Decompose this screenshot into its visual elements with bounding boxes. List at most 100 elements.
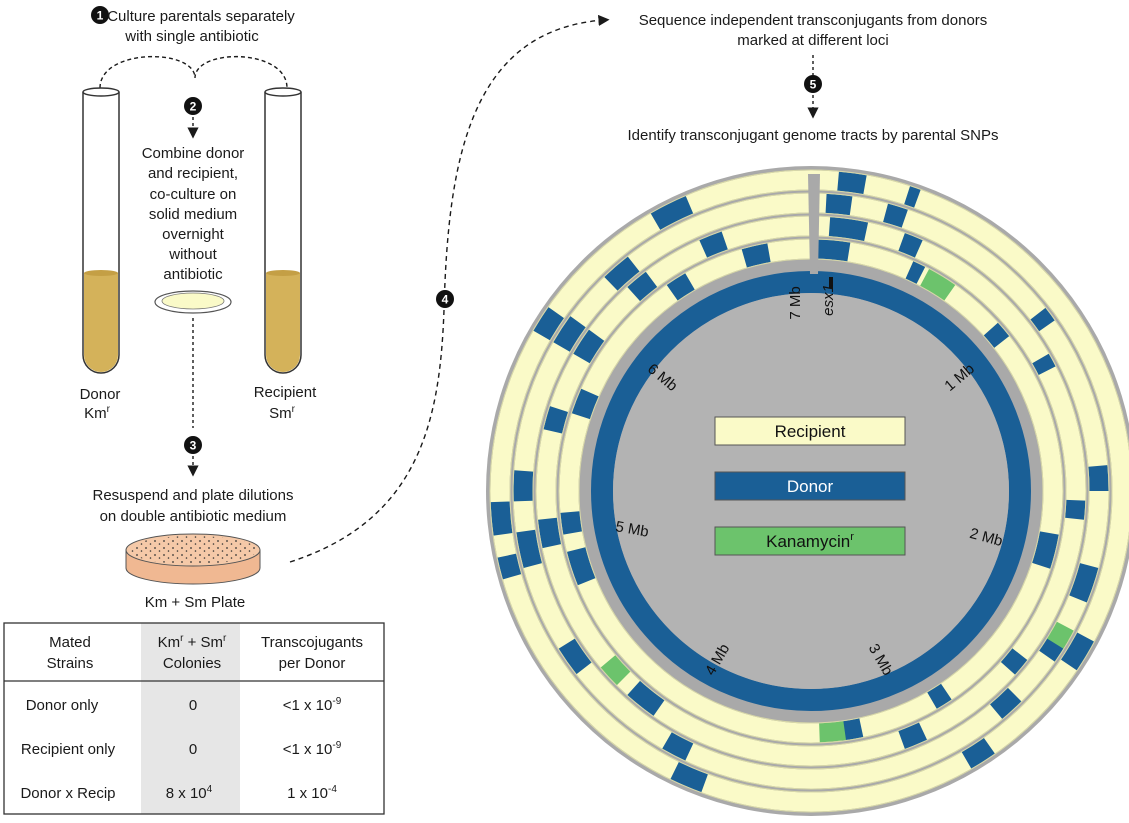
table-header-strains-1: Mated xyxy=(49,634,91,651)
sequencing-line-2: marked at different loci xyxy=(737,32,888,49)
donor-tract xyxy=(828,217,869,242)
donor-tract xyxy=(883,203,908,228)
results-table: Mated Strains Kmr + Smr Colonies Transco… xyxy=(3,622,385,815)
donor-tract xyxy=(538,517,562,549)
recipient-tube-liquid xyxy=(266,273,300,372)
donor-tract xyxy=(837,171,867,195)
donor-tract xyxy=(1069,562,1099,603)
step-2-line-6: without xyxy=(168,246,217,263)
step-1-arcs xyxy=(99,55,288,89)
donor-name: Donor xyxy=(80,386,121,403)
donor-tract xyxy=(543,406,569,434)
legend-recipient-label: Recipient xyxy=(775,422,846,441)
step-3-line-1: Resuspend and plate dilutions xyxy=(93,487,294,504)
step-3-number: 3 xyxy=(190,439,197,453)
table-header-per-donor-2: per Donor xyxy=(279,655,346,672)
donor-tract xyxy=(490,501,513,536)
step-1-number: 1 xyxy=(97,9,104,23)
donor-tract xyxy=(516,529,543,568)
double-antibiotic-plate xyxy=(125,533,261,585)
plate-label: Km + Sm Plate xyxy=(145,594,245,611)
donor-tract xyxy=(666,273,695,301)
step-2-line-5: overnight xyxy=(162,226,225,243)
donor-tract xyxy=(989,687,1022,719)
legend-kanamycin: Kanamycinr xyxy=(714,526,906,556)
step-1: 1 Culture parentals separately with sing… xyxy=(91,6,295,45)
donor-tube-liquid xyxy=(84,273,118,372)
donor-tract xyxy=(1032,531,1059,569)
donor-tract xyxy=(961,737,995,769)
legend-recipient: Recipient xyxy=(714,416,906,446)
donor-tract xyxy=(1088,465,1109,492)
donor-tract xyxy=(566,547,596,586)
table-row-1-colonies: 0 xyxy=(189,697,197,714)
donor-tract xyxy=(898,722,928,749)
donor-tract xyxy=(1000,648,1028,675)
donor-tract xyxy=(513,470,534,502)
table-row-2-strain: Recipient only xyxy=(21,741,116,758)
donor-reference-ring xyxy=(591,271,1031,711)
donor-tract xyxy=(627,680,665,716)
table-header-per-donor-1: Transcojugants xyxy=(261,634,363,651)
step-2-line-1: Combine donor xyxy=(142,145,245,162)
legend-donor: Donor xyxy=(714,471,906,501)
recipient-tube xyxy=(264,87,302,374)
donor-tract xyxy=(650,195,694,230)
donor-tract xyxy=(741,243,771,268)
recipient-name: Recipient xyxy=(254,384,317,401)
donor-tract xyxy=(814,239,851,262)
table-row-2-per-donor: <1 x 10-9 xyxy=(283,740,342,758)
donor-tract xyxy=(1030,307,1055,332)
donor-tract xyxy=(905,261,926,284)
donor-tract xyxy=(558,638,592,675)
label-5mb: 5 Mb xyxy=(614,518,650,541)
legend-kanamycin-label: Kanamycinr xyxy=(766,531,854,551)
donor-tract xyxy=(825,193,853,216)
donor-tract xyxy=(983,322,1010,348)
identify-tracts-text: Identify transconjugant genome tracts by… xyxy=(627,127,998,144)
donor-tract xyxy=(670,761,708,793)
origin-gap xyxy=(808,174,820,274)
donor-tract xyxy=(497,553,522,580)
donor-tube xyxy=(82,87,120,374)
step-4-number: 4 xyxy=(442,293,449,307)
coculture-dish xyxy=(154,290,232,314)
donor-tract xyxy=(573,329,605,364)
donor-tract xyxy=(898,233,923,258)
step-2-number: 2 xyxy=(190,100,197,114)
step-5-number: 5 xyxy=(810,78,817,92)
donor-tract xyxy=(1032,353,1056,376)
step-1-line-2: with single antibiotic xyxy=(124,28,259,45)
table-header-strains-2: Strains xyxy=(47,655,94,672)
step-2-line-2: and recipient, xyxy=(148,165,238,182)
donor-tract xyxy=(927,683,952,709)
kanamycin-marker xyxy=(920,268,956,301)
sequencing-line-1: Sequence independent transconjugants fro… xyxy=(639,12,988,29)
table-header-colonies-2: Colonies xyxy=(163,655,221,672)
donor-tract xyxy=(904,186,921,208)
legend: Recipient Donor Kanamycinr xyxy=(714,416,906,556)
table-row-1-strain: Donor only xyxy=(26,697,99,714)
step-4-curve xyxy=(289,14,610,563)
table-row-3-colonies: 8 x 104 xyxy=(166,784,213,802)
recipient-marker: Smr xyxy=(269,404,296,422)
kanamycin-marker xyxy=(600,655,631,686)
table-row-3-per-donor: 1 x 10-4 xyxy=(287,784,337,802)
donor-tract xyxy=(571,388,599,420)
legend-donor-label: Donor xyxy=(787,477,834,496)
donor-tract xyxy=(553,316,586,352)
table-row-3-strain: Donor x Recip xyxy=(20,785,115,802)
label-esx1: esx1 xyxy=(820,284,837,316)
kanamycin-marker xyxy=(819,721,847,743)
step-2-line-4: solid medium xyxy=(149,206,237,223)
donor-tract xyxy=(699,231,728,258)
step-5: 5 xyxy=(804,75,822,119)
ring-separator xyxy=(489,169,1129,813)
donor-tract xyxy=(533,307,565,341)
donor-tract xyxy=(627,271,658,302)
donor-marker: Kmr xyxy=(84,404,111,422)
donor-tract xyxy=(560,511,583,535)
genome-circle: 7 Mb esx1 1 Mb 2 Mb 3 Mb 4 Mb 5 Mb 6 Mb … xyxy=(486,166,1129,816)
